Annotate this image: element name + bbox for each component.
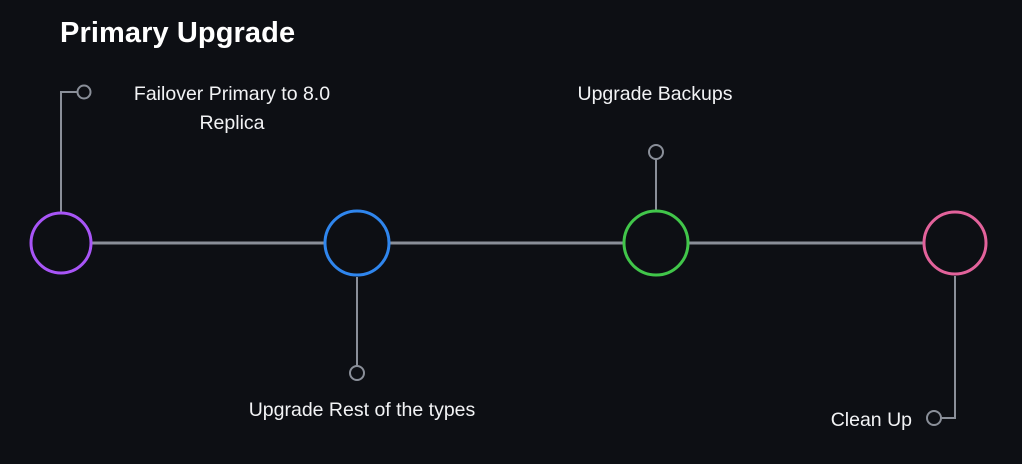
- node-label-clean-up: Clean Up: [830, 409, 912, 431]
- node-label-upgrade-rest: Upgrade Rest of the types: [248, 399, 476, 421]
- timeline-node-4[interactable]: [922, 210, 988, 276]
- node-label-failover: Failover Primary to 8.0 Replica: [133, 83, 331, 134]
- marker-node-4: [926, 410, 942, 426]
- marker-node-2: [349, 365, 365, 381]
- timeline-node-3[interactable]: [622, 209, 690, 277]
- marker-node-3: [648, 144, 664, 160]
- connector-node-4: [941, 276, 956, 419]
- marker-node-1: [76, 84, 92, 100]
- timeline-node-1[interactable]: [29, 211, 93, 275]
- node-label-upgrade-backups: Upgrade Backups: [577, 83, 733, 105]
- connector-path-node-1: [60, 91, 77, 212]
- connector-path-node-4: [941, 276, 956, 419]
- timeline-node-2[interactable]: [323, 209, 391, 277]
- connector-node-1: [60, 91, 77, 212]
- diagram-title: Primary Upgrade: [60, 17, 296, 49]
